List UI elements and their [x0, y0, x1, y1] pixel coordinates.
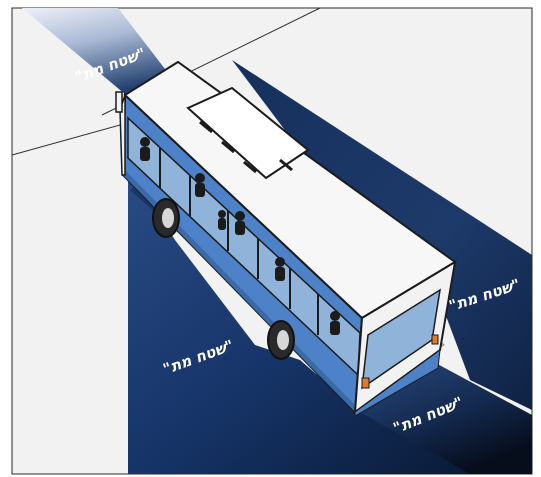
front-wheel — [153, 199, 179, 237]
rear-light — [362, 378, 369, 388]
side-mirror — [116, 92, 122, 112]
rear-wheel — [268, 321, 294, 359]
